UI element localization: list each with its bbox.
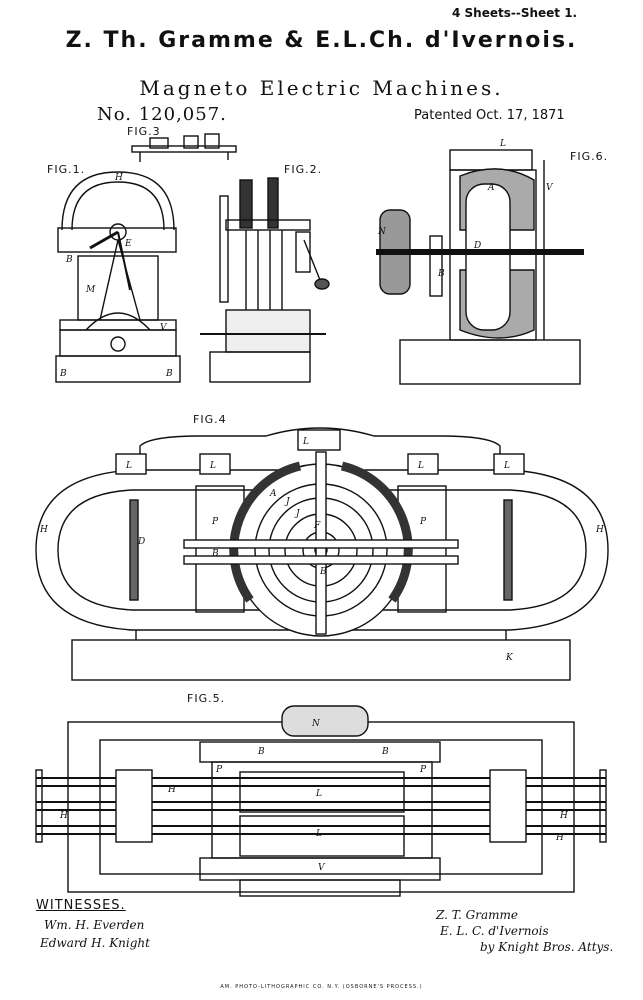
- fig4-letter: P: [419, 517, 427, 527]
- fig5-letter: L: [315, 829, 322, 839]
- fig4-letter: L: [417, 461, 424, 471]
- fig4-letter: F: [313, 521, 321, 531]
- witnesses-heading: WITNESSES.: [36, 898, 126, 913]
- fig4-letter: D: [137, 537, 145, 547]
- fig3-drawing: [132, 134, 236, 162]
- fig5-letter: B: [381, 747, 389, 757]
- witness-signature: Edward H. Knight: [40, 936, 150, 950]
- fig4-letter: B: [211, 549, 219, 559]
- fig4-letter: H: [595, 525, 604, 535]
- fig1-letter: B: [65, 255, 73, 265]
- inventor-signature: Z. T. Gramme: [436, 908, 518, 922]
- fig6-letter: D: [473, 241, 481, 251]
- fig5-letter: P: [419, 765, 427, 775]
- fig4-letter: L: [209, 461, 216, 471]
- attorney-signature: by Knight Bros. Attys.: [480, 940, 613, 954]
- fig5-letter: B: [257, 747, 265, 757]
- fig5-letter: L: [315, 789, 322, 799]
- fig4-letter: L: [125, 461, 132, 471]
- fig5-letter: V: [318, 863, 326, 873]
- fig5-letter: H: [559, 811, 568, 821]
- fig4-letter: L: [503, 461, 510, 471]
- fig4-letter: P: [211, 517, 219, 527]
- imprint-line: AM. PHOTO-LITHOGRAPHIC CO. N.Y. (OSBORNE…: [0, 984, 643, 990]
- fig6-letter: V: [546, 183, 554, 193]
- fig5-letter: H: [555, 833, 564, 843]
- fig5-letter: P: [215, 765, 223, 775]
- fig5-letter: H: [167, 785, 176, 795]
- fig4-letter: K: [505, 653, 514, 663]
- fig1-letter: V: [160, 323, 168, 333]
- fig4-letter: B: [319, 567, 327, 577]
- fig4-letter: H: [39, 525, 48, 535]
- fig4-letter: A: [269, 489, 277, 499]
- fig4-drawing: [36, 428, 608, 680]
- inventor-signature: E. L. C. d'Ivernois: [440, 924, 549, 938]
- fig6-letter: L: [499, 139, 506, 149]
- fig1-letter: B: [165, 369, 173, 379]
- witness-signature: Wm. H. Everden: [44, 918, 144, 932]
- fig1-letter: H: [114, 173, 123, 183]
- fig1-drawing: [56, 172, 180, 382]
- fig5-letter: N: [311, 719, 321, 729]
- fig1-letter: E: [124, 239, 132, 249]
- fig6-drawing: [376, 150, 584, 384]
- fig2-drawing: [200, 178, 329, 382]
- fig1-letter: M: [85, 285, 96, 295]
- fig4-letter: L: [302, 437, 309, 447]
- fig6-letter: A: [487, 183, 495, 193]
- fig5-letter: H: [59, 811, 68, 821]
- fig1-letter: B: [59, 369, 67, 379]
- fig6-letter: B: [437, 269, 445, 279]
- fig6-letter: N: [377, 227, 387, 237]
